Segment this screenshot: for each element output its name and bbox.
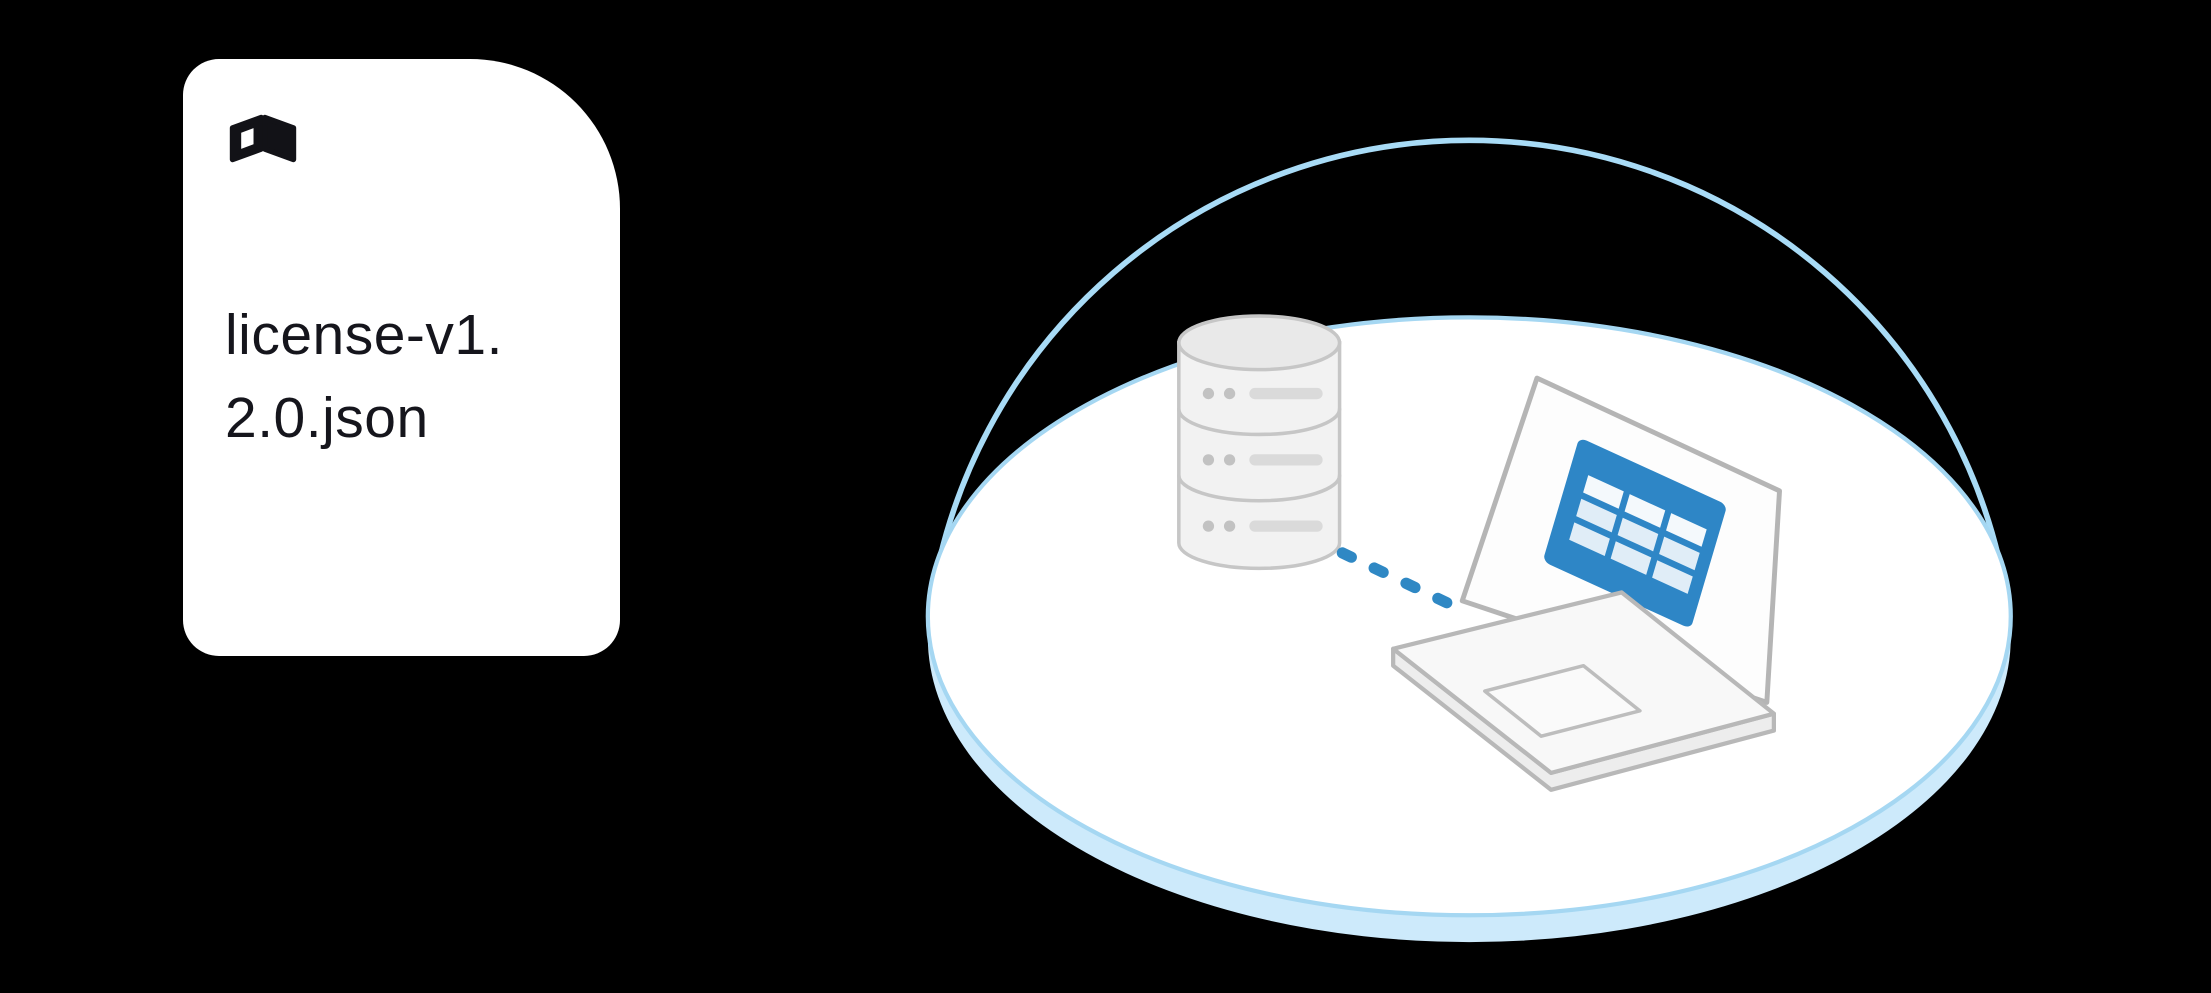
screen-table-graphic [1544, 439, 1726, 627]
table-cell [1569, 522, 1610, 556]
table-cell [1576, 498, 1617, 533]
database-top [1177, 314, 1342, 372]
table-cell [1652, 560, 1693, 594]
database-led-dot [1223, 520, 1236, 532]
platform-top [925, 315, 2013, 918]
database-led-dot [1223, 387, 1236, 400]
database-led-dot [1202, 520, 1215, 532]
dotted-sync-line [1336, 547, 1473, 618]
logo-right-page [262, 114, 297, 163]
database-band-divider [1177, 407, 1342, 437]
brand-logo-icon [229, 114, 297, 163]
database-led-dot [1202, 454, 1215, 466]
database-led-dot [1202, 387, 1215, 400]
table-cell [1583, 475, 1624, 509]
table-cell [1666, 513, 1707, 547]
database-icon [1177, 314, 1342, 571]
license-file-card: license-v1. 2.0.json [183, 59, 620, 656]
file-name-line: 2.0.json [225, 385, 429, 450]
table-cell [1610, 541, 1652, 575]
table-cell [1617, 517, 1659, 552]
database-band-divider [1177, 473, 1342, 503]
dome-outline [927, 137, 2011, 607]
file-name-line: license-v1. [225, 303, 503, 367]
table-cell [1659, 536, 1700, 571]
database-led-dot [1223, 454, 1236, 466]
laptop-touchpad [1483, 663, 1642, 738]
logo-cutout [241, 128, 254, 149]
table-cell [1624, 494, 1666, 528]
file-name: license-v1. 2.0.json [225, 294, 584, 459]
laptop-icon [1391, 375, 1782, 792]
